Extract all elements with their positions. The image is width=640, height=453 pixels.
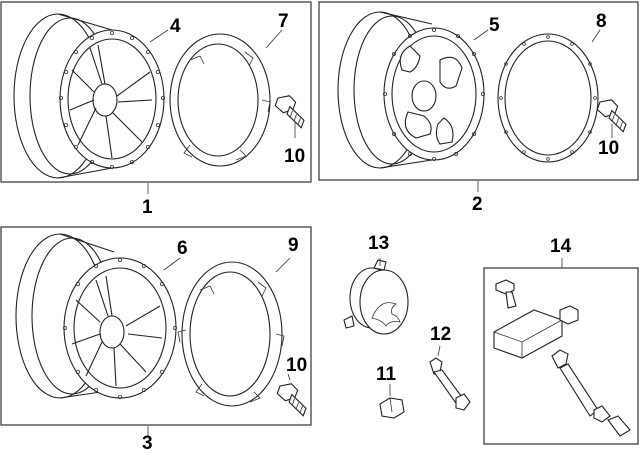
valve-stem: 12 [429,324,471,411]
callout-2: 2 [472,194,483,215]
callout-7: 7 [278,11,289,32]
lug-nut: 11 [376,364,405,419]
callout-6: 6 [177,238,188,259]
callout-3: 3 [142,433,153,453]
group-box-1: 4 7 10 [0,1,312,183]
callout-4: 4 [170,16,181,37]
callout-10c: 10 [286,355,307,376]
callout-9: 9 [288,235,299,256]
callout-10b: 10 [598,138,619,159]
callout-12: 12 [430,324,451,345]
group-box-3: 6 9 10 [0,226,313,426]
callout-14: 14 [550,236,572,257]
callout-5: 5 [489,15,500,36]
callout-13: 13 [368,233,389,254]
group-box-2: 5 8 10 [318,1,639,181]
group-box-14: 14 [483,236,639,445]
callout-11: 11 [376,364,397,385]
callout-8: 8 [596,11,607,32]
callout-1: 1 [142,197,153,218]
center-cap: 13 [343,233,409,335]
callout-10a: 10 [284,146,305,167]
